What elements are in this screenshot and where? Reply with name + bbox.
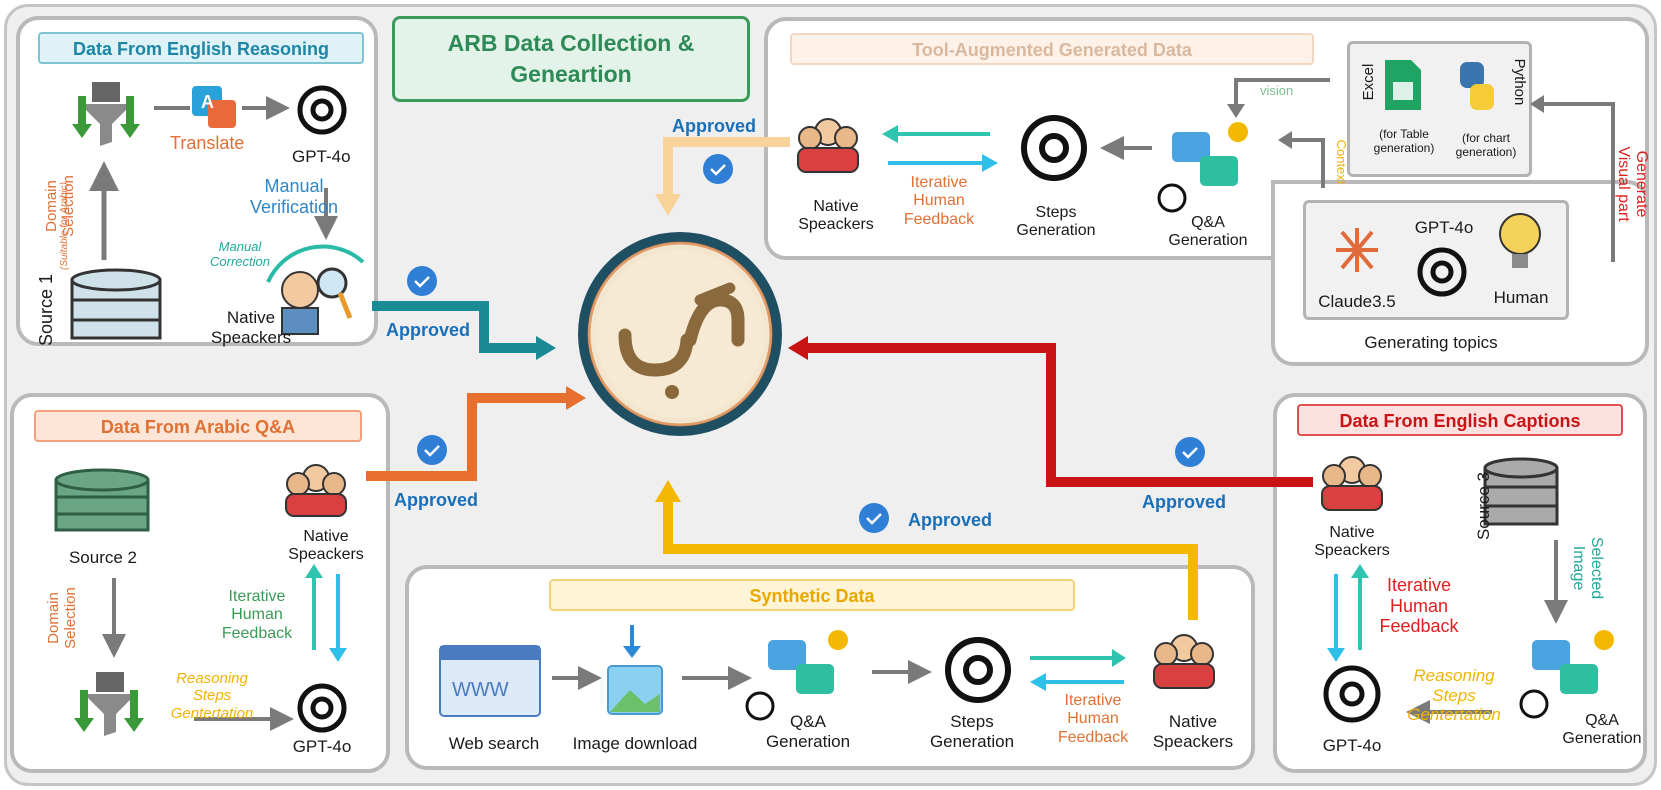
panel-english-captions xyxy=(1273,393,1647,773)
header-arabic-qa: Data From Arabic Q&A xyxy=(34,410,362,442)
native-speakers-icon-2 xyxy=(797,118,859,173)
steps-label-2: Steps Generation xyxy=(929,712,1015,751)
selected-image-label: Selected Image xyxy=(1569,536,1605,600)
tools-box xyxy=(1347,41,1532,177)
gpt-label-2: GPT-4o xyxy=(292,737,352,756)
native-speakers-label-3: Native Speackers xyxy=(798,198,874,234)
web-search-label: Web search xyxy=(448,734,540,753)
native-speakers-label-2: Native Speackers xyxy=(288,528,364,564)
web-icon: WWW xyxy=(439,645,541,717)
gpt-logo-icon-4 xyxy=(1417,247,1467,297)
approved-label-2: Approved xyxy=(386,320,471,340)
gpt-label-1: GPT-4o xyxy=(292,147,351,166)
reasoning-label-1: Reasoning Steps Gentertation xyxy=(170,670,254,722)
native-speakers-icon xyxy=(285,464,347,517)
native-speakers-label-1: Native Speackers xyxy=(210,308,292,347)
header-synthetic: Synthetic Data xyxy=(549,579,1075,611)
header-tool-augmented: Tool-Augmented Generated Data xyxy=(790,33,1314,65)
suitable-label: (Suitable for Arabic) xyxy=(59,182,70,270)
diagram-title: ARB Data Collection & Geneartion xyxy=(447,30,695,88)
database-icon-2 xyxy=(54,468,150,532)
image-download-icon xyxy=(607,625,663,715)
feedback-label-3: Iterative Human Feedback xyxy=(1379,575,1459,637)
feedback-label-4: Iterative Human Feedback xyxy=(1057,692,1129,746)
qa-icon-2 xyxy=(1519,630,1614,719)
feedback-label-1: Iterative Human Feedback xyxy=(221,588,293,642)
qa-icon-3 xyxy=(745,630,848,721)
source-1-label: Source 1 xyxy=(36,273,56,347)
gpt-label-3: GPT-4o xyxy=(1414,218,1474,237)
arb-logo-icon xyxy=(578,232,782,436)
context-label: Context xyxy=(1334,139,1349,185)
database-icon-3 xyxy=(1483,457,1559,526)
claude-icon xyxy=(1336,228,1378,272)
python-note: (for chart generation) xyxy=(1455,131,1517,159)
excel-icon xyxy=(1385,60,1421,110)
approved-label-3: Approved xyxy=(394,490,479,510)
translate-icon: A xyxy=(192,86,236,128)
native-speakers-label-5: Native Speackers xyxy=(1152,712,1234,751)
panel-arabic-qa xyxy=(10,393,390,773)
native-speakers-icon-4 xyxy=(1153,634,1215,689)
gpt-logo-icon-5 xyxy=(1323,665,1381,723)
source-3-label: Source 3 xyxy=(1474,471,1493,541)
funnel-icon-2 xyxy=(74,672,144,736)
claude-label: Claude3.5 xyxy=(1318,292,1396,311)
native-speakers-label-4: Native Speackers xyxy=(1314,524,1390,560)
qa-icon xyxy=(1157,122,1248,213)
header-english-reasoning: Data From English Reasoning xyxy=(38,32,364,64)
generate-visual-label: Generate Visual part xyxy=(1614,146,1650,222)
native-speaker-magnifier-icon xyxy=(266,244,365,335)
qa-label-3: Q&A Generation xyxy=(765,712,851,751)
approved-label-1: Approved xyxy=(672,116,757,136)
gpt-logo-icon-6 xyxy=(945,637,1011,703)
manual-verification-label: Manual Verification xyxy=(249,176,339,217)
manual-correction-label: Manual Correction xyxy=(210,239,270,269)
title-box xyxy=(392,16,750,102)
approved-label-4: Approved xyxy=(908,510,993,530)
gpt-label-4: GPT-4o xyxy=(1322,736,1382,755)
feedback-label-2: Iterative Human Feedback xyxy=(903,174,975,228)
excel-note: (for Table generation) xyxy=(1373,127,1435,155)
source-2-label: Source 2 xyxy=(68,548,138,567)
python-icon xyxy=(1460,62,1494,110)
python-label: Python xyxy=(1511,58,1528,106)
gpt-logo-icon xyxy=(297,85,347,135)
svg-text:A: A xyxy=(201,92,214,112)
steps-label-1: Steps Generation xyxy=(1016,204,1096,240)
generating-topics-label: Generating topics xyxy=(1364,333,1498,352)
native-speakers-icon-3 xyxy=(1321,456,1383,511)
approved-badges xyxy=(407,154,1205,533)
translate-label: Translate xyxy=(170,133,245,153)
domain-selection-label-2: Domain Selection xyxy=(45,587,80,649)
qa-label-1: Q&A Generation xyxy=(1168,214,1248,250)
image-download-label: Image download xyxy=(572,734,698,753)
gpt-logo-icon-2 xyxy=(297,683,347,733)
human-label: Human xyxy=(1493,288,1549,307)
qa-label-2: Q&A Generation xyxy=(1562,712,1642,748)
excel-label: Excel xyxy=(1360,63,1377,101)
approved-label-5: Approved xyxy=(1142,492,1227,512)
funnel-icon xyxy=(72,82,140,146)
reasoning-label-2: Reasoning Steps Gentertation xyxy=(1407,666,1501,725)
header-english-captions: Data From English Captions xyxy=(1297,404,1623,436)
database-icon xyxy=(70,268,162,340)
gpt-logo-icon-3 xyxy=(1021,115,1087,181)
vision-label: vision xyxy=(1260,83,1294,98)
brain-bulb-icon xyxy=(1499,213,1541,268)
svg-text:WWW: WWW xyxy=(452,679,509,701)
